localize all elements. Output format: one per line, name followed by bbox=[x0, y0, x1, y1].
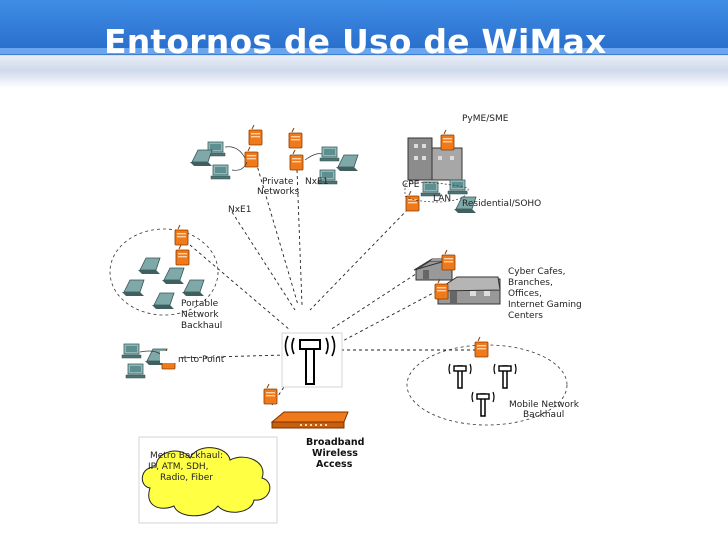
cyber-cafes-group: Cyber Cafes, Branches, Offices, Internet… bbox=[413, 249, 582, 321]
laptop-icon bbox=[121, 279, 145, 297]
cpe-icon bbox=[474, 336, 489, 358]
portable-label-2: Network bbox=[181, 310, 219, 320]
nxe1-label: NxE1 bbox=[228, 205, 251, 215]
router-group: Broadband Wireless Access bbox=[263, 383, 364, 470]
private-networks-label: Private bbox=[262, 177, 294, 187]
antenna-icon bbox=[448, 363, 472, 389]
computer-icon bbox=[447, 179, 468, 195]
cpe-icon bbox=[248, 124, 263, 146]
cpe-icon bbox=[289, 149, 304, 171]
cyber-label: Cyber Cafes, bbox=[508, 267, 565, 277]
metro-label: Metro Backhaul: bbox=[150, 451, 223, 461]
lan-label: LAN bbox=[433, 194, 451, 204]
computer-icon bbox=[125, 363, 146, 379]
laptop-icon bbox=[137, 257, 161, 275]
slide-title: Entornos de Uso de WiMax bbox=[104, 22, 607, 61]
building-icon bbox=[407, 137, 433, 181]
cpe-icon bbox=[440, 129, 455, 151]
point-to-point-group: nt to Point bbox=[121, 343, 225, 379]
base-station bbox=[281, 332, 343, 388]
antenna-icon bbox=[493, 363, 517, 389]
cyber-label-2: Branches, bbox=[508, 278, 553, 288]
portable-backhaul-group: Portable Network Backhaul bbox=[109, 224, 222, 331]
antenna-icon bbox=[471, 391, 495, 417]
computer-icon bbox=[319, 146, 340, 162]
mobile-backhaul-label: Mobile Network bbox=[509, 400, 580, 410]
computer-icon bbox=[121, 343, 142, 359]
cyber-label-5: Centers bbox=[508, 311, 543, 321]
metro-label-2: IP, ATM, SDH, bbox=[148, 462, 209, 472]
cpe-icon bbox=[434, 278, 449, 300]
antenna-icon bbox=[305, 347, 315, 385]
mobile-backhaul-group: Mobile Network Backhaul bbox=[406, 336, 580, 426]
cpe-icon bbox=[441, 249, 456, 271]
private-networks-group: Private Networks NxE1 NxE1 bbox=[189, 124, 359, 215]
router-icon bbox=[270, 411, 349, 423]
mobile-backhaul-label-2: Backhaul bbox=[523, 410, 564, 420]
cpe-icon bbox=[244, 146, 259, 168]
cpe-label: CPE bbox=[402, 180, 420, 190]
point-to-point-label: nt to Point bbox=[178, 355, 225, 365]
wireless-links bbox=[174, 161, 482, 406]
laptop-icon bbox=[181, 279, 205, 297]
cpe-icon bbox=[175, 244, 190, 266]
cyber-label-3: Offices, bbox=[508, 289, 542, 299]
cpe-icon bbox=[405, 190, 420, 212]
cpe-icon bbox=[174, 224, 189, 246]
bwa-label-2: Wireless bbox=[312, 448, 358, 459]
portable-label-3: Backhaul bbox=[181, 321, 222, 331]
cpe-icon bbox=[288, 127, 303, 149]
metro-backhaul-cloud: Metro Backhaul: IP, ATM, SDH, Radio, Fib… bbox=[138, 436, 278, 524]
private-networks-label-2: Networks bbox=[257, 187, 300, 197]
metro-label-3: Radio, Fiber bbox=[160, 473, 213, 483]
network-boundary bbox=[109, 228, 219, 316]
nxe1-label: NxE1 bbox=[305, 177, 328, 187]
laptop-icon bbox=[335, 154, 359, 172]
title-bar-stripe bbox=[0, 48, 728, 54]
sme-label: PyME/SME bbox=[462, 114, 509, 124]
bwa-label: Broadband bbox=[306, 437, 364, 448]
computer-icon bbox=[210, 164, 231, 180]
laptop-icon bbox=[189, 149, 213, 167]
laptop-icon bbox=[161, 267, 185, 285]
residential-label: Residential/SOHO bbox=[462, 199, 541, 209]
cloud-icon bbox=[141, 447, 271, 517]
sme-group: PyME/SME CPE LAN Residential/SOHO bbox=[402, 114, 541, 214]
cpe-icon bbox=[263, 383, 278, 405]
laptop-icon bbox=[151, 292, 175, 310]
cyber-label-4: Internet Gaming bbox=[508, 300, 582, 310]
portable-label: Portable bbox=[181, 299, 219, 309]
title-bar bbox=[0, 0, 728, 88]
bwa-label-3: Access bbox=[316, 459, 353, 470]
